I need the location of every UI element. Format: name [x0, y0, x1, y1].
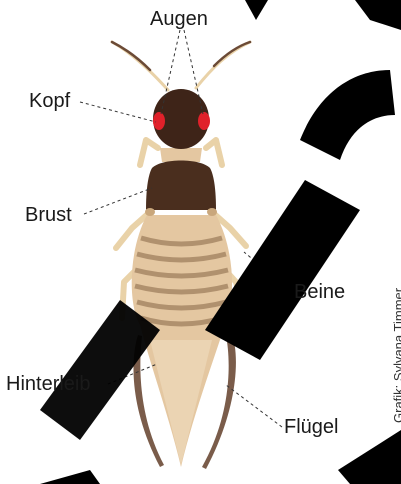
watermark-stroke-5 [355, 0, 401, 30]
leg-front-right [206, 140, 222, 165]
left-antenna [112, 42, 168, 90]
label-hinterleib: Hinterleib [6, 374, 90, 394]
leg-front-left [140, 140, 158, 165]
head [153, 89, 210, 149]
label-augen: Augen [150, 9, 208, 29]
thorax-body [146, 161, 216, 211]
leader-kopf [80, 102, 156, 122]
label-beine: Beine [294, 282, 345, 302]
eye-left [153, 112, 165, 130]
leader-fluegel [226, 385, 282, 427]
thorax [145, 148, 217, 216]
pronotum-collar [160, 148, 202, 162]
watermark-stroke-4 [245, 0, 268, 20]
antennae [112, 42, 250, 90]
watermark-stroke-6 [40, 470, 100, 484]
label-brust: Brust [25, 205, 72, 225]
eye-right [198, 112, 210, 130]
right-antenna [196, 42, 250, 88]
label-fluegel: Flügel [284, 417, 338, 437]
label-kopf: Kopf [29, 91, 70, 111]
image-credit: Grafik: Sylvana Timmer [391, 288, 401, 423]
wing-base-right [207, 208, 217, 216]
watermark-stroke-7 [338, 430, 401, 484]
abdomen-tail [150, 340, 212, 465]
watermark-stroke-3 [300, 70, 395, 160]
wing-base-left [145, 208, 155, 216]
leader-brust [84, 188, 152, 214]
